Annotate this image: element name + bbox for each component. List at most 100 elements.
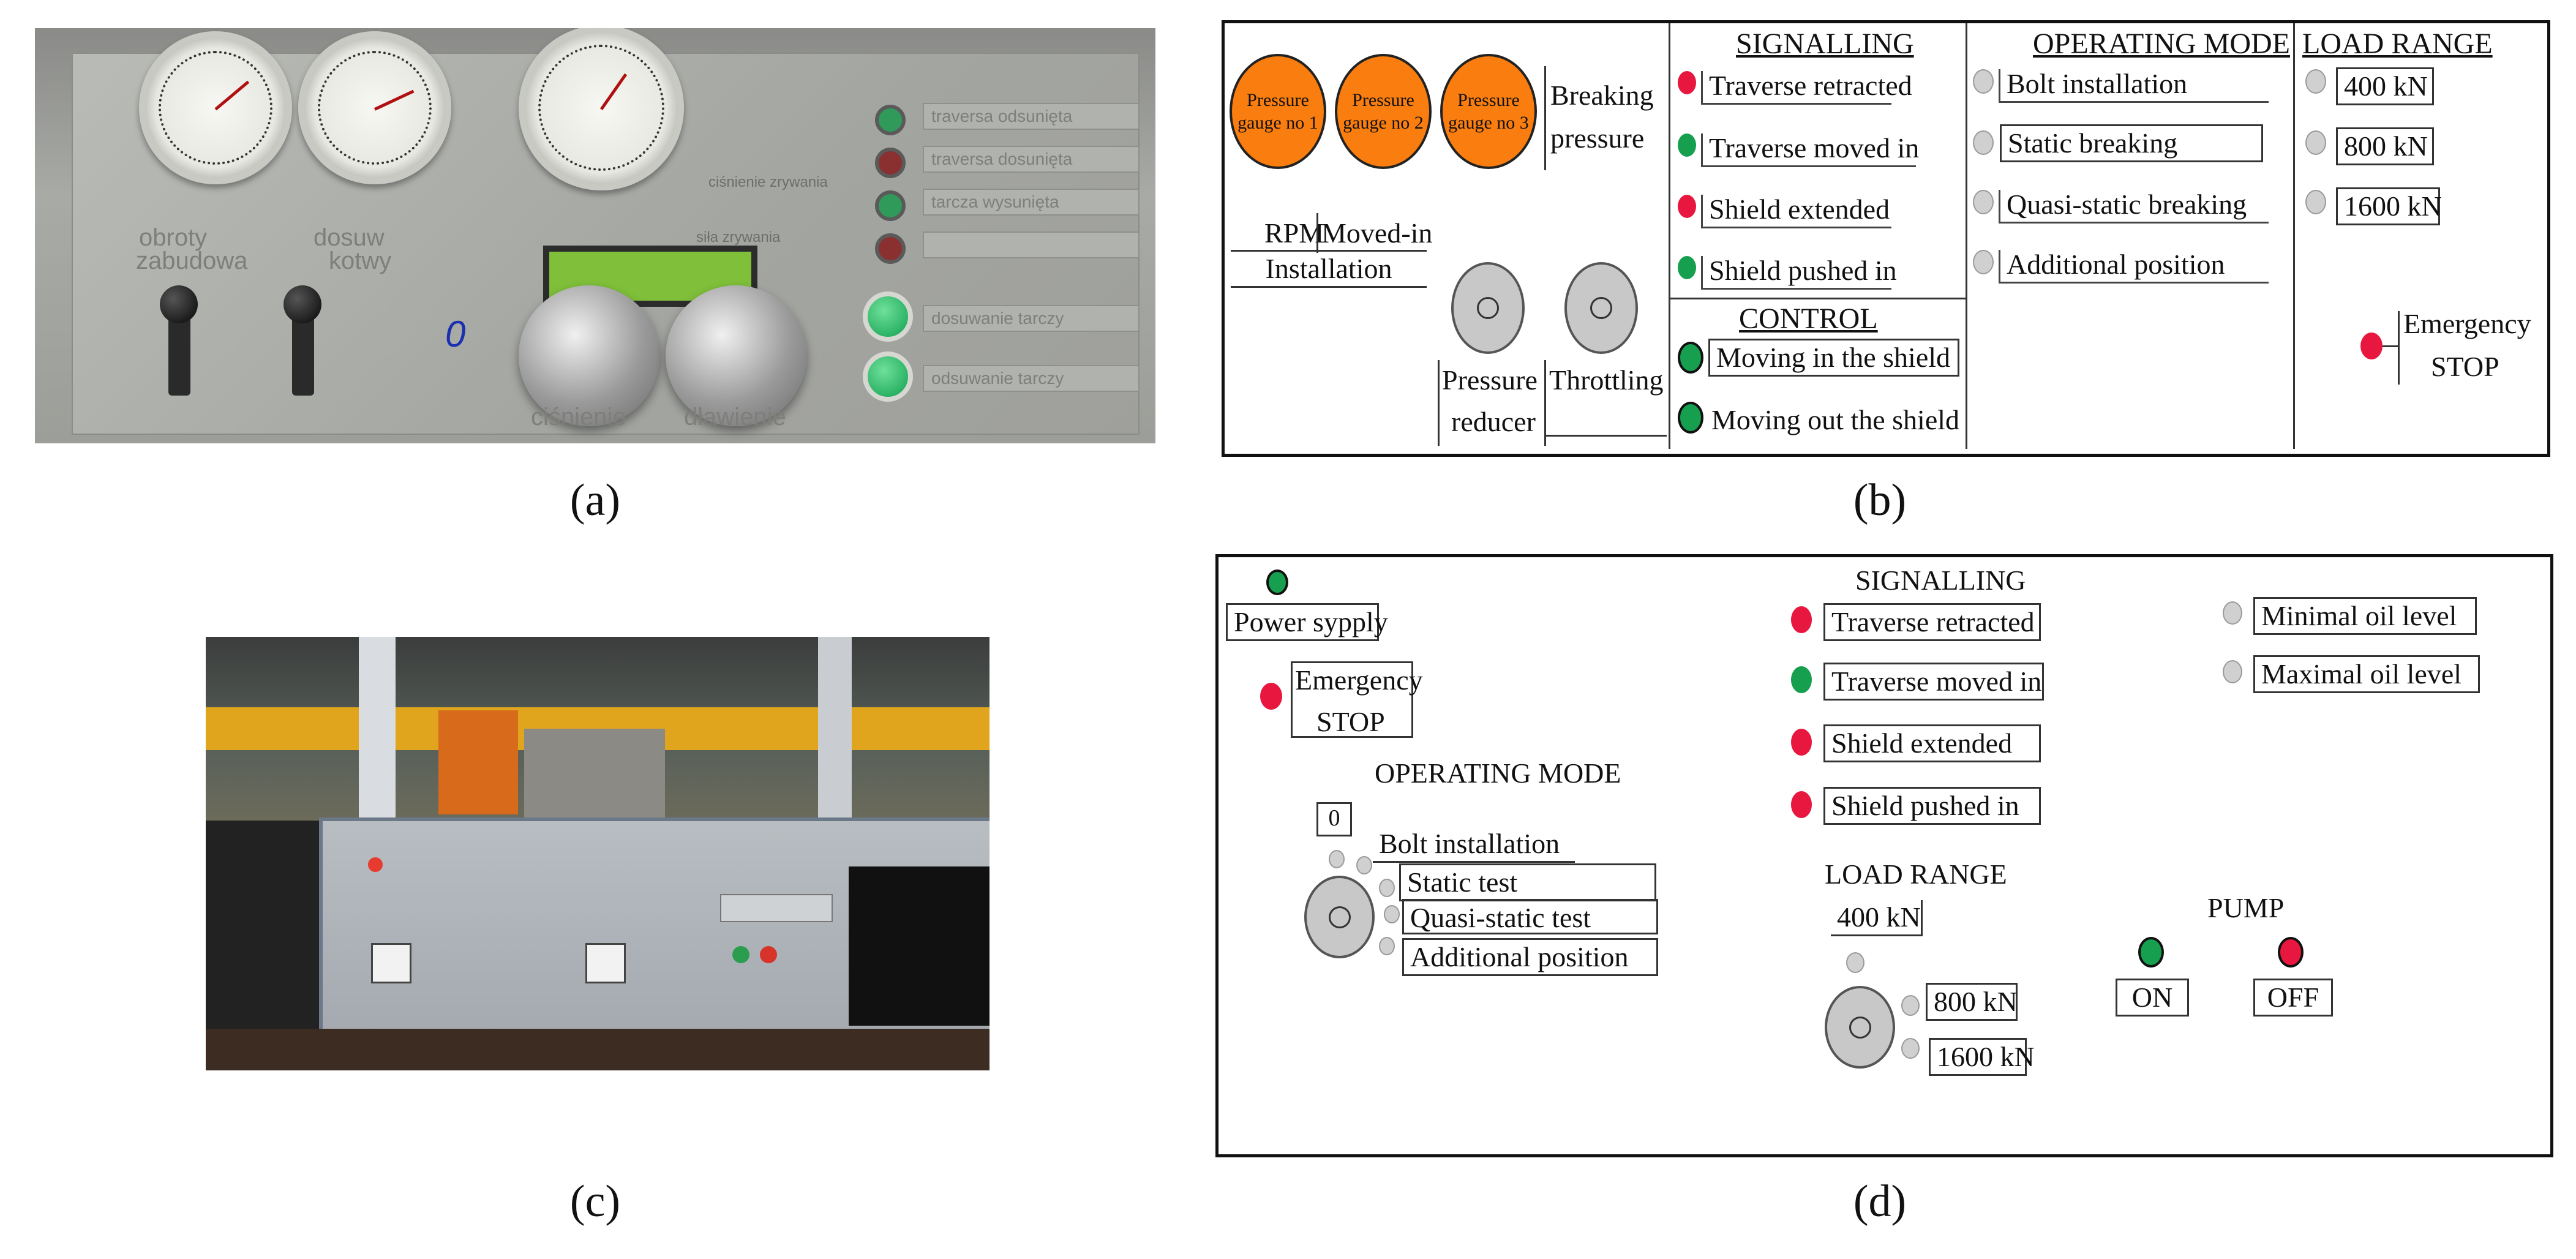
pump-on-button [2138,937,2164,968]
desk-edge [206,1029,989,1070]
emergency-stop-led [2360,333,2383,359]
pump-off-button [2278,937,2304,968]
signalling-title: SIGNALLING [1855,565,2026,596]
load-400-led [1846,952,1864,973]
lamp-3 [875,190,906,221]
control-title: CONTROL [1739,303,1878,335]
signal-shield-pushed-in: Shield pushed in [1701,255,1897,290]
window-frame-left [359,637,396,821]
lamp-4 [875,233,906,264]
caption-a: (a) [569,475,621,525]
emergency-line2: STOP [2431,351,2499,382]
signal-traverse-moved-in: Traverse moved in [1701,133,1919,168]
connector [2398,311,2400,385]
operating-mode-title: OPERATING MODE [1375,757,1621,789]
load-1600: 1600 kN [1929,1038,2035,1077]
mode-quasi-static-led [1384,905,1400,923]
mode-bolt-led [1356,856,1372,874]
plate-odsuwanie-tarczy: odsuwanie tarczy [923,365,1140,392]
plate-blank [923,231,1140,258]
selector-switch-2 [585,943,626,983]
control-moving-out: Moving out the shield [1711,404,1960,435]
emergency-stop-box [1291,661,1413,738]
separator [1544,360,1546,446]
pressure-gauge-2-symbol: Pressure gauge no 2 [1335,54,1432,169]
signal-shield-extended: Shield extended [1823,724,2041,763]
load-range-title: LOAD RANGE [2302,28,2493,60]
mode-additional-position: Additional position [1999,249,2269,284]
pump-off-label: OFF [2253,979,2333,1017]
display-screen [849,866,989,1026]
plate-label-zabudowa: zabudowa [136,247,248,274]
control-moving-in: Moving in the shield [1708,339,1959,377]
signal-traverse-retracted: Traverse retracted [1701,70,1912,105]
plate-dosuwanie-tarczy: dosuwanie tarczy [923,305,1140,332]
installation-label: Installation [1231,250,1427,288]
grey-cabinet [524,729,665,827]
throttling-knob [1564,262,1638,354]
schematic-panel-d: Power sypply Emergency STOP OPERATING MO… [1215,554,2553,1157]
plate-label-kotwy: kotwy [329,247,392,274]
power-supply-led [1266,569,1288,595]
load-800: 800 kN [1926,983,2018,1021]
pressure-gauge-1-symbol: Pressure gauge no 1 [1230,54,1326,169]
maximal-oil-level: Maximal oil level [2253,655,2480,694]
photo-control-panel-c [206,637,989,1070]
mode-quasi-static-breaking: Quasi-static breaking [1999,189,2269,224]
mode-additional-position: Additional position [1402,938,1658,976]
maximal-oil-led [2223,660,2242,683]
control-moving-out-button [1678,402,1703,434]
load-range-knob [1825,986,1895,1069]
pressure-gauge-3-symbol: Pressure gauge no 3 [1440,54,1537,169]
lamp-2 [875,148,906,178]
signalling-title: SIGNALLING [1736,28,1914,60]
moved-in-label: Moved-in [1321,217,1433,249]
signal-traverse-retracted-led [1791,606,1812,633]
signal-shield-extended-led [1678,195,1696,218]
caption-c: (c) [569,1176,621,1227]
operating-mode-title: OPERATING MODE [2033,28,2290,60]
label-plate [720,894,833,922]
mode-bolt-installation: Bolt installation [1999,69,2269,103]
load-400: 400 kN [1831,900,1923,937]
mode-bolt-installation: Bolt installation [1373,827,1575,863]
pressure-gauge-3 [519,28,684,190]
pressure-reducer-knob [1451,262,1525,354]
green-button-odsuwanie [863,351,913,402]
column-divider [2293,23,2295,449]
pressure-reducer-line1: Pressure [1442,364,1538,396]
control-moving-in-button [1678,342,1703,374]
plate-label-obroty: obroty [139,224,208,251]
schematic-panel-b: Pressure gauge no 1 Pressure gauge no 2 … [1222,20,2550,457]
throttling-label: Throttling [1549,364,1664,396]
lever-moved-in [284,285,321,396]
green-button [732,946,749,963]
red-button [760,946,777,963]
valve-pressure-reducer [519,285,659,426]
power-supply-label: Power sypply [1226,603,1388,642]
load-800-led [2305,130,2326,155]
pressure-gauge-2 [298,31,451,184]
pressure-reducer-line2: reducer [1451,406,1536,437]
column-divider [1669,23,1670,449]
rpm-label: RPM [1264,217,1324,249]
pump-on-label: ON [2116,979,2189,1017]
mode-zero: 0 [1316,802,1352,836]
plate-label-dosuw: dosuw [314,224,385,251]
valve-throttling [666,285,806,426]
mode-bolt-installation-led [1973,69,1994,94]
signal-shield-pushed-in: Shield pushed in [1823,787,2041,825]
signal-traverse-moved-in-led [1791,666,1812,693]
load-400: 400 kN [2336,67,2434,106]
emergency-line2: STOP [1316,706,1385,737]
marker-zero: 0 [445,314,466,355]
mode-static-test: Static test [1399,863,1656,902]
signal-traverse-moved-in-led [1678,133,1696,157]
separator [1544,66,1546,170]
plate-label-ciśnienie-zrywania: ciśnienie zrywania [708,174,828,190]
plate-label-siła-zrywania: siła zrywania [696,229,781,246]
plate-tarcza-wysunieta: tarcza wysunięta [923,189,1140,216]
mode-zero-led [1329,850,1345,868]
mode-quasi-static-breaking-led [1973,190,1994,214]
mode-additional-led [1379,937,1395,955]
